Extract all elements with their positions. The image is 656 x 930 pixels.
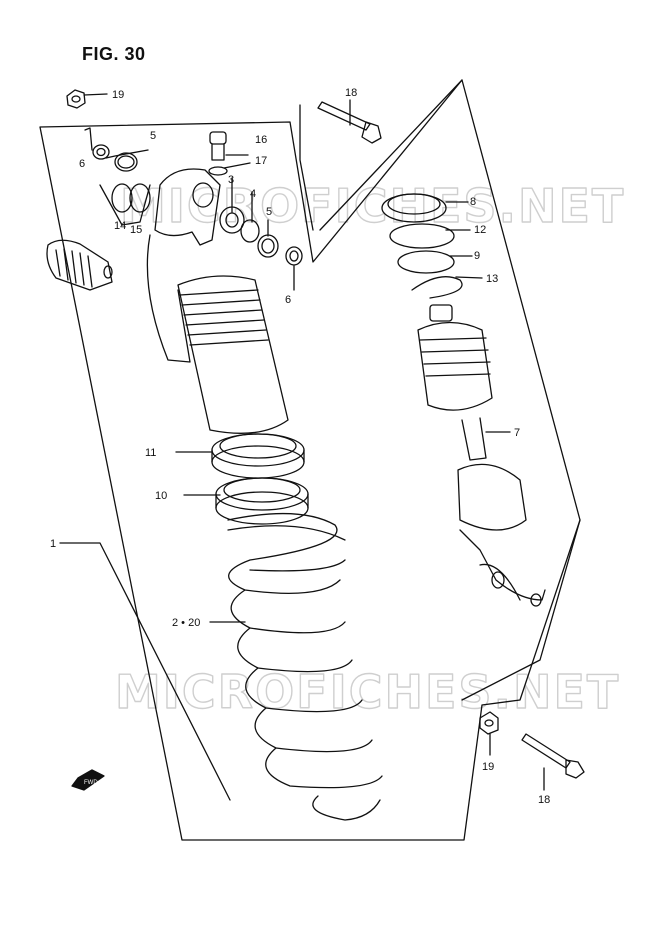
ring-15 bbox=[129, 183, 151, 213]
callout-1: 1 bbox=[50, 538, 56, 550]
bolt-16 bbox=[209, 131, 227, 161]
watermark-bottom: MICROFICHES.NET bbox=[115, 665, 620, 719]
callout-12: 12 bbox=[474, 224, 486, 236]
bolt-18-bottom bbox=[521, 733, 585, 779]
watermark-top: MICROFICHES.NET bbox=[120, 179, 625, 233]
lock-nut-11 bbox=[211, 433, 305, 479]
adjuster-nut-10 bbox=[215, 477, 309, 525]
callout-3: 3 bbox=[228, 174, 234, 186]
callout-11: 11 bbox=[145, 447, 156, 459]
callout-15: 15 bbox=[130, 224, 142, 236]
assembly-frame-inner bbox=[299, 79, 463, 231]
bushing-6-left bbox=[92, 144, 110, 160]
callout-13: 13 bbox=[486, 273, 498, 285]
seal-5-left bbox=[114, 152, 138, 172]
ring-9 bbox=[397, 250, 455, 274]
callout-14: 14 bbox=[114, 220, 126, 232]
coil-spring bbox=[227, 512, 383, 789]
callout-19-bottom: 19 bbox=[482, 761, 494, 773]
callout-18-top: 18 bbox=[345, 87, 357, 99]
callout-10: 10 bbox=[155, 490, 167, 502]
callout-7: 7 bbox=[514, 427, 520, 439]
nut-19-top bbox=[66, 89, 86, 109]
nut-19-bottom bbox=[479, 711, 499, 735]
callout-5-left: 5 bbox=[150, 130, 156, 142]
spring-clip bbox=[312, 795, 381, 821]
callout-4: 4 bbox=[250, 188, 256, 200]
callout-5-right: 5 bbox=[266, 206, 272, 218]
shock-body bbox=[146, 168, 289, 434]
damper-rod-7 bbox=[417, 304, 546, 607]
rubber-boot bbox=[46, 239, 113, 291]
callout-19-top: 19 bbox=[112, 89, 124, 101]
callout-9: 9 bbox=[474, 250, 480, 262]
callout-16: 16 bbox=[255, 134, 267, 146]
ring-4 bbox=[240, 219, 260, 243]
callout-6-right: 6 bbox=[285, 294, 291, 306]
callout-6-left: 6 bbox=[79, 158, 85, 170]
figure-title: FIG. 30 bbox=[82, 44, 146, 64]
callout-18-bottom: 18 bbox=[538, 794, 550, 806]
assembly-frame-right bbox=[461, 519, 581, 701]
callout-8: 8 bbox=[470, 196, 476, 208]
clip-13 bbox=[411, 276, 463, 299]
seal-5-right bbox=[257, 234, 279, 258]
ring-12 bbox=[389, 223, 455, 249]
callout-2-20: 2 • 20 bbox=[172, 617, 200, 629]
callout-17: 17 bbox=[255, 155, 267, 167]
bushing-6-right bbox=[285, 246, 303, 266]
fwd-arrow-icon: FWD bbox=[71, 769, 105, 791]
assembly-frame-left bbox=[39, 79, 581, 841]
fwd-label: FWD bbox=[84, 780, 98, 786]
washer-17 bbox=[208, 166, 228, 176]
ring-14 bbox=[111, 183, 133, 213]
